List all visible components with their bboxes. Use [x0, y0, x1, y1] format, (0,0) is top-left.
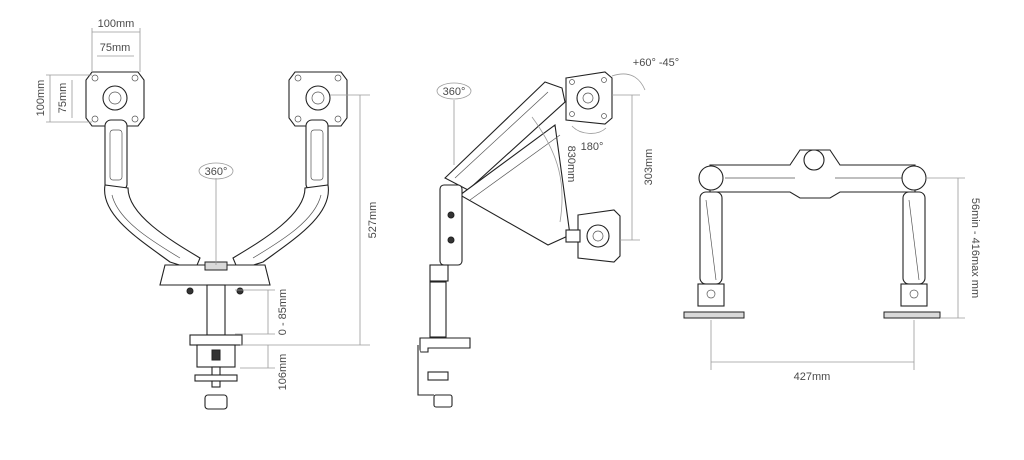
reach-label: 830mm — [565, 146, 577, 183]
left-arm — [104, 119, 201, 271]
front-view: 360° 100mm 75mm 100mm 75mm 527mm 0 - 85m… — [35, 18, 379, 410]
left-vesa-plate — [85, 71, 145, 127]
vertical-travel-label: 303mm — [643, 149, 655, 186]
height-range-label: 56min - 416max mm — [969, 198, 981, 298]
side-vesa-plate-top — [565, 71, 613, 125]
top-dimensions: 427mm 56min - 416max mm — [710, 177, 981, 383]
top-right-post — [883, 191, 941, 319]
right-arm — [232, 119, 329, 271]
side-column — [417, 184, 471, 408]
clamp-height-label: 106mm — [277, 354, 289, 391]
side-rotation-marker: 360° — [436, 82, 472, 165]
side-vesa-plate-bottom — [565, 209, 621, 263]
vesa-inner-label: 75mm — [100, 42, 131, 54]
right-vesa-plate — [288, 71, 348, 127]
pole-and-clamp — [189, 284, 243, 410]
side-view: 360° — [417, 57, 679, 408]
front-rotation-marker: 360° — [198, 162, 234, 265]
vesa-inner-v-label: 75mm — [57, 83, 69, 114]
top-view: 427mm 56min - 416max mm — [683, 149, 981, 383]
side-dimensions: +60° -45° 180° 830mm 303mm — [531, 57, 679, 241]
front-dimensions: 100mm 75mm 100mm 75mm 527mm 0 - 85mm 106… — [35, 18, 379, 390]
total-height-label: 527mm — [367, 202, 379, 239]
height-adjust-label: 0 - 85mm — [277, 289, 289, 335]
width-label: 427mm — [794, 371, 831, 383]
vesa-outer-label: 100mm — [98, 18, 135, 30]
tilt-label: +60° -45° — [633, 57, 679, 69]
vesa-outer-v-label: 100mm — [35, 80, 47, 117]
top-crossbar — [698, 149, 927, 199]
side-upper-arm — [444, 81, 571, 246]
side-rotation-label: 360° — [443, 86, 466, 98]
top-left-post — [683, 191, 745, 319]
center-hub — [159, 261, 271, 295]
swivel-label: 180° — [581, 141, 604, 153]
front-rotation-label: 360° — [205, 166, 228, 178]
